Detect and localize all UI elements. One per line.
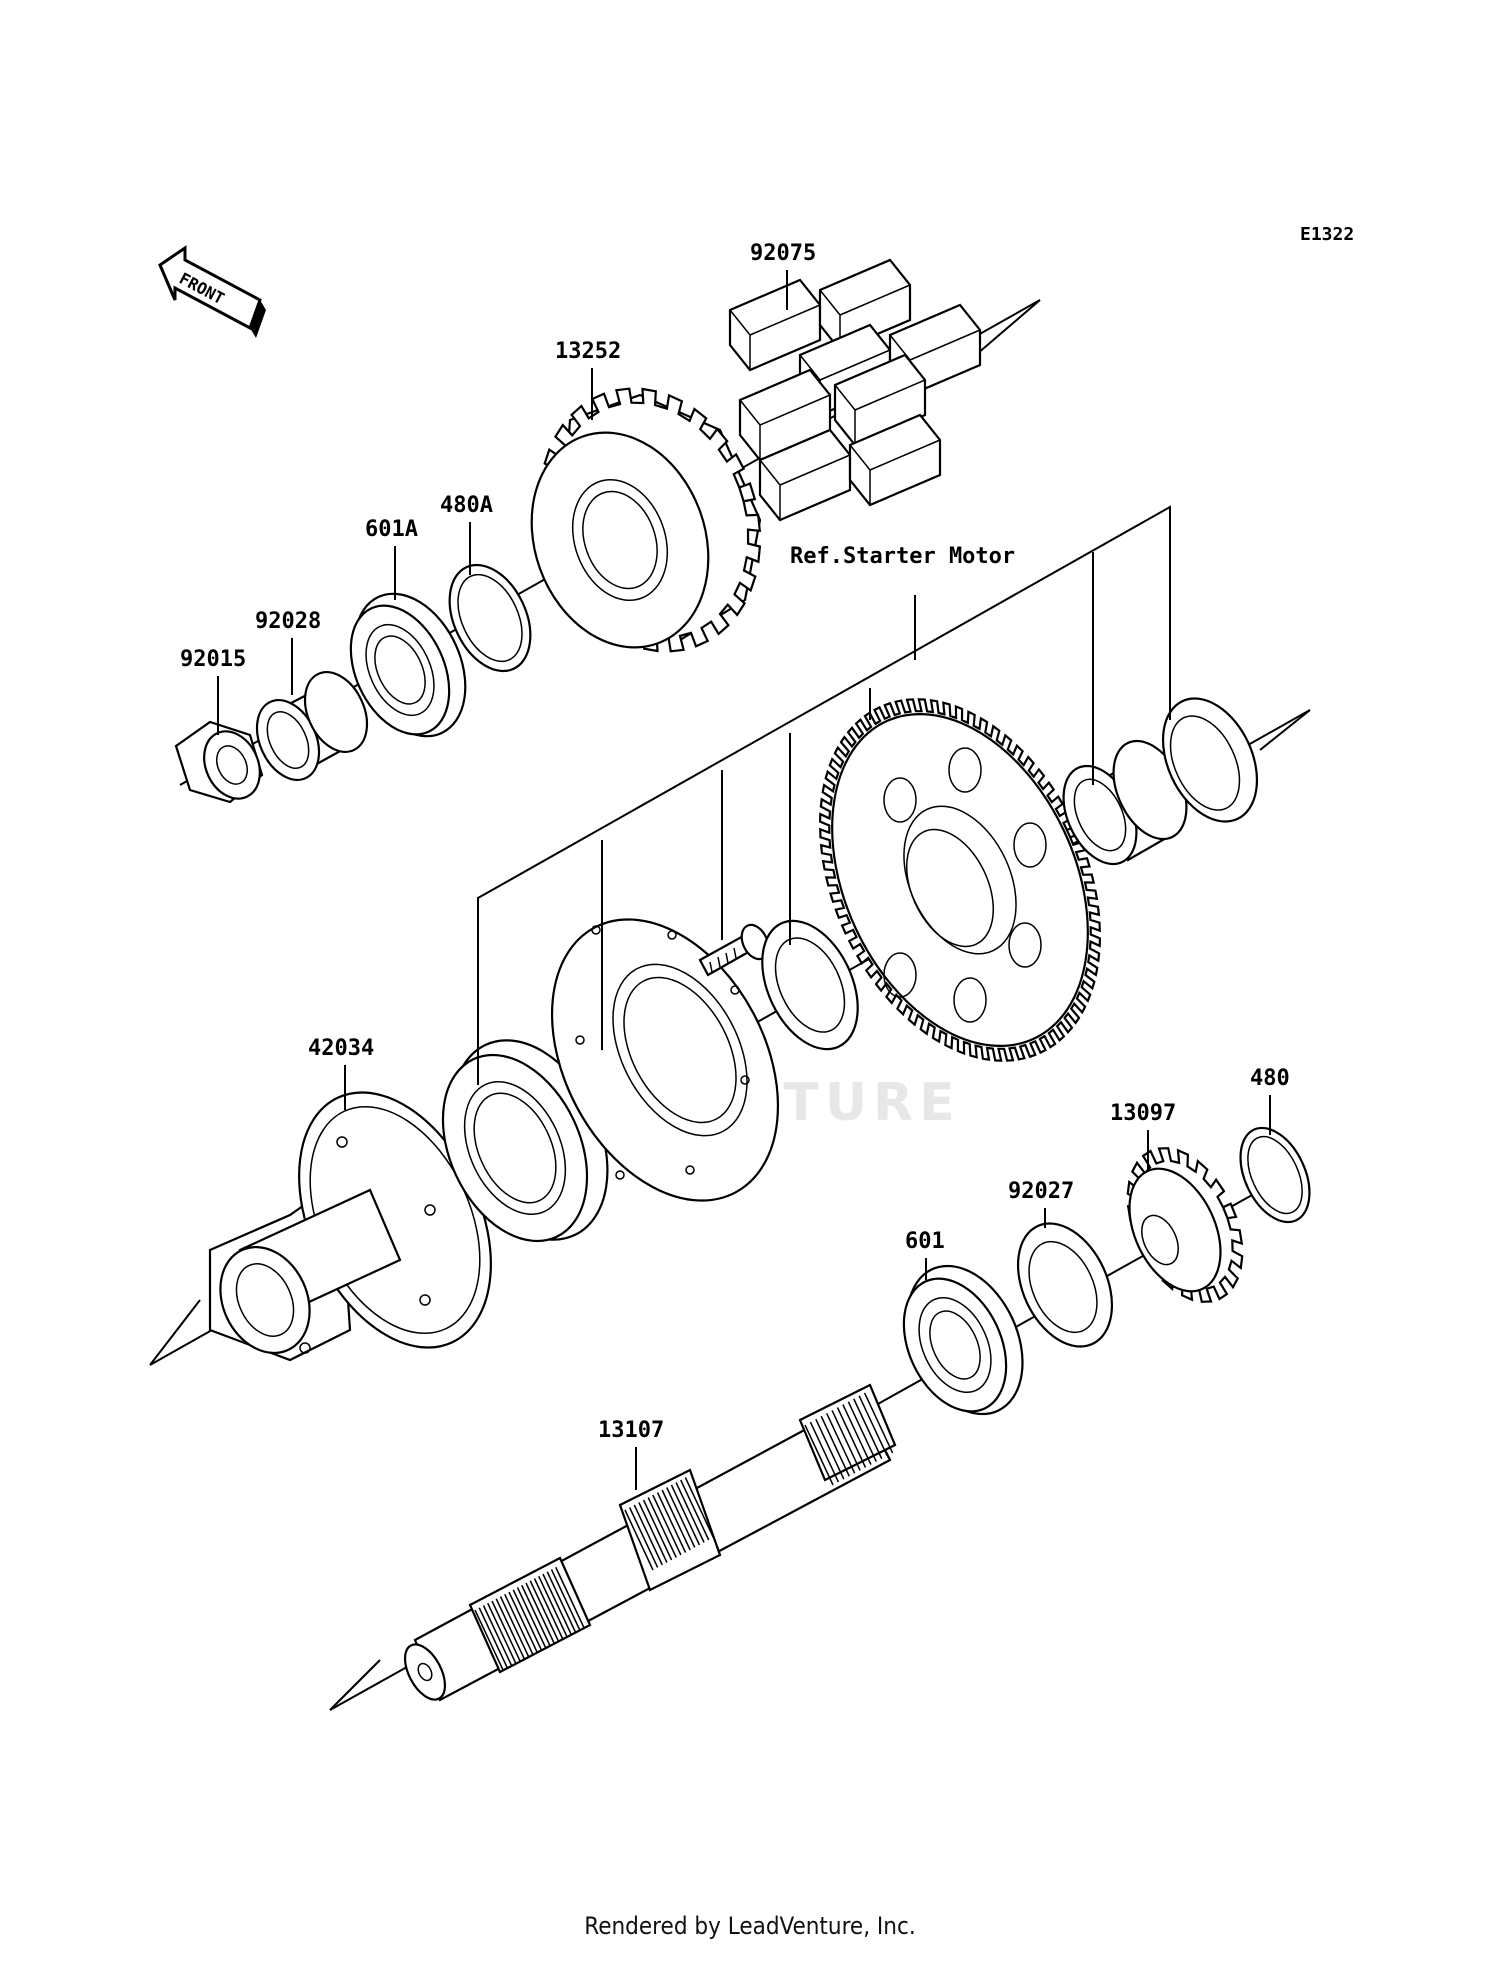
rollers-92075	[728, 258, 982, 522]
part-label-13107: 13107	[598, 1418, 664, 1443]
nut-92015	[174, 720, 264, 804]
part-label-92028: 92028	[255, 609, 321, 634]
part-label-480A: 480A	[440, 493, 493, 518]
clutch-plate	[550, 918, 780, 1202]
ref-starter-motor-label: Ref.Starter Motor	[790, 544, 1015, 569]
footer-credit: Rendered by LeadVenture, Inc.	[584, 1912, 916, 1940]
circlip-480	[1239, 1126, 1311, 1224]
ref-starter-motor-bracket	[477, 505, 1171, 1085]
clutch-housing-42034	[208, 1091, 492, 1362]
part-label-92015: 92015	[180, 647, 246, 672]
bolt	[698, 923, 770, 977]
gear-13252	[530, 387, 762, 653]
starter-clutch-gear	[818, 698, 1102, 1062]
thrust-washer	[1161, 697, 1259, 823]
output-shaft-13107	[403, 1383, 897, 1702]
gear-13097	[1126, 1147, 1244, 1303]
part-label-13252: 13252	[555, 339, 621, 364]
bearing-601A	[349, 592, 467, 738]
front-arrow-icon: FRONT	[158, 245, 266, 338]
part-label-13097: 13097	[1110, 1101, 1176, 1126]
collar-92027	[1016, 1222, 1114, 1348]
part-label-601: 601	[905, 1229, 945, 1254]
part-label-42034: 42034	[308, 1036, 374, 1061]
bearing-601	[902, 1264, 1024, 1416]
part-label-92075: 92075	[750, 241, 816, 266]
collar-92028	[255, 671, 369, 781]
part-label-601A: 601A	[365, 517, 418, 542]
part-label-480: 480	[1250, 1066, 1290, 1091]
washer	[761, 919, 859, 1051]
part-label-92027: 92027	[1008, 1179, 1074, 1204]
diagram-code: E1322	[1300, 224, 1354, 245]
circlip-480A	[448, 563, 532, 673]
